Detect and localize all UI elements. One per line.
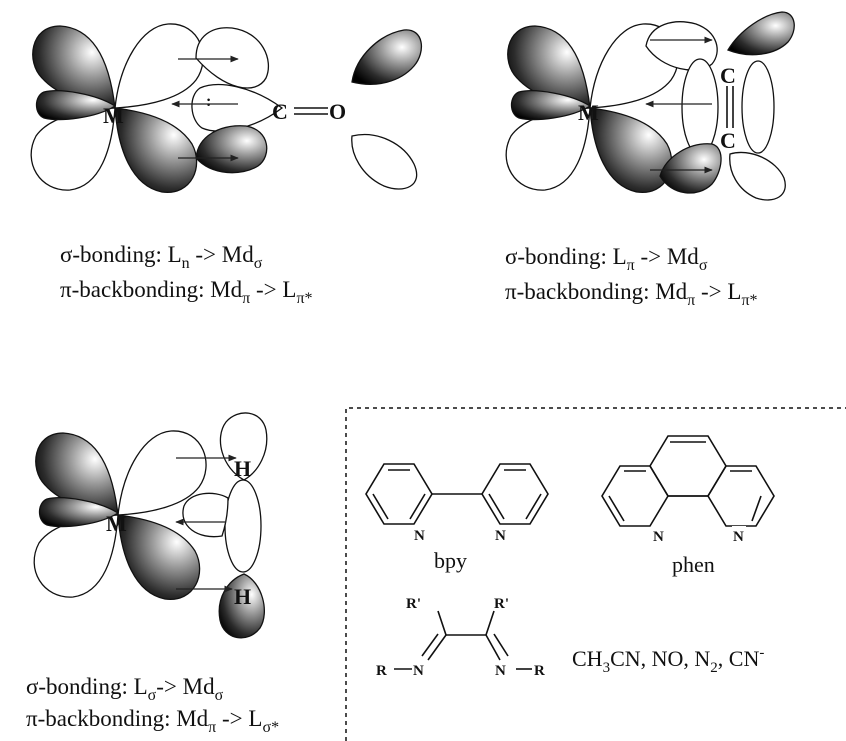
donation-arrows: [175, 454, 237, 593]
ligand-examples-box: N N bpy N N phen: [345, 407, 846, 741]
sigma-bonding-caption: σ-bonding: Lπ -> Mdσ: [505, 244, 708, 274]
dashed-border: [345, 407, 846, 741]
diimine-r-left: R: [376, 663, 387, 679]
oxygen-orbitals: [351, 29, 423, 190]
donation-arrows: [171, 55, 239, 162]
bpy-nitrogen-right: N: [495, 528, 506, 544]
metal-d-orbitals: [33, 430, 207, 600]
diimine-rprime-right: R': [494, 596, 509, 612]
phen-nitrogen-right: N: [733, 529, 744, 545]
diimine-nitrogen-right: N: [495, 663, 506, 679]
diimine-nitrogen-left: N: [413, 663, 424, 679]
diimine-rprime-left: R': [406, 596, 421, 612]
bpy-label: bpy: [434, 548, 467, 573]
bpy-structure: [365, 463, 549, 525]
pi-backbonding-caption: π-backbonding: Mdπ -> Lσ*: [26, 706, 279, 736]
hydrogen-atom-bottom: H: [234, 584, 251, 609]
phen-nitrogen-left: N: [653, 529, 664, 545]
metal-d-orbitals: [30, 23, 204, 193]
panel-metal-dihydrogen: M H H σ-bonding: Lσ-> Mdσ π-backbonding:…: [26, 412, 279, 736]
panel-metal-alkene: M C C σ-bonding: Lπ -> Mdσ π-backbonding…: [505, 11, 795, 309]
svg-text::: :: [206, 93, 211, 110]
metal-atom-label: M: [103, 103, 124, 128]
carbon-atom-top: C: [720, 63, 736, 88]
other-ligands-text: CH3CN, NO, N2, CN-: [572, 645, 764, 676]
diimine-structure: [394, 610, 532, 670]
hydrogen-atom-top: H: [234, 456, 251, 481]
carbon-atom-bottom: C: [720, 128, 736, 153]
diimine-r-right: R: [534, 663, 545, 679]
phen-structure: [601, 435, 775, 527]
oxygen-atom-label: O: [329, 99, 346, 124]
alkene-orbitals: [645, 11, 795, 201]
donation-arrows: [645, 36, 713, 174]
carbon-orbitals: :: [191, 27, 284, 174]
metal-atom-label: M: [578, 100, 599, 125]
bpy-nitrogen-left: N: [414, 528, 425, 544]
sigma-bonding-caption: σ-bonding: Ln -> Mdσ: [60, 242, 263, 272]
co-bond: [294, 107, 328, 115]
panel-metal-carbonyl: M : C O σ-bonding: Ln -> Mdσ π-backbondi…: [30, 23, 423, 307]
pi-backbonding-caption: π-backbonding: Mdπ -> Lπ*: [505, 279, 758, 309]
carbon-atom-label: C: [272, 99, 288, 124]
pi-backbonding-caption: π-backbonding: Mdπ -> Lπ*: [60, 277, 313, 307]
metal-atom-label: M: [106, 511, 127, 536]
cc-bond: [726, 86, 734, 128]
sigma-bonding-caption: σ-bonding: Lσ-> Mdσ: [26, 674, 224, 704]
phen-label: phen: [672, 552, 715, 577]
